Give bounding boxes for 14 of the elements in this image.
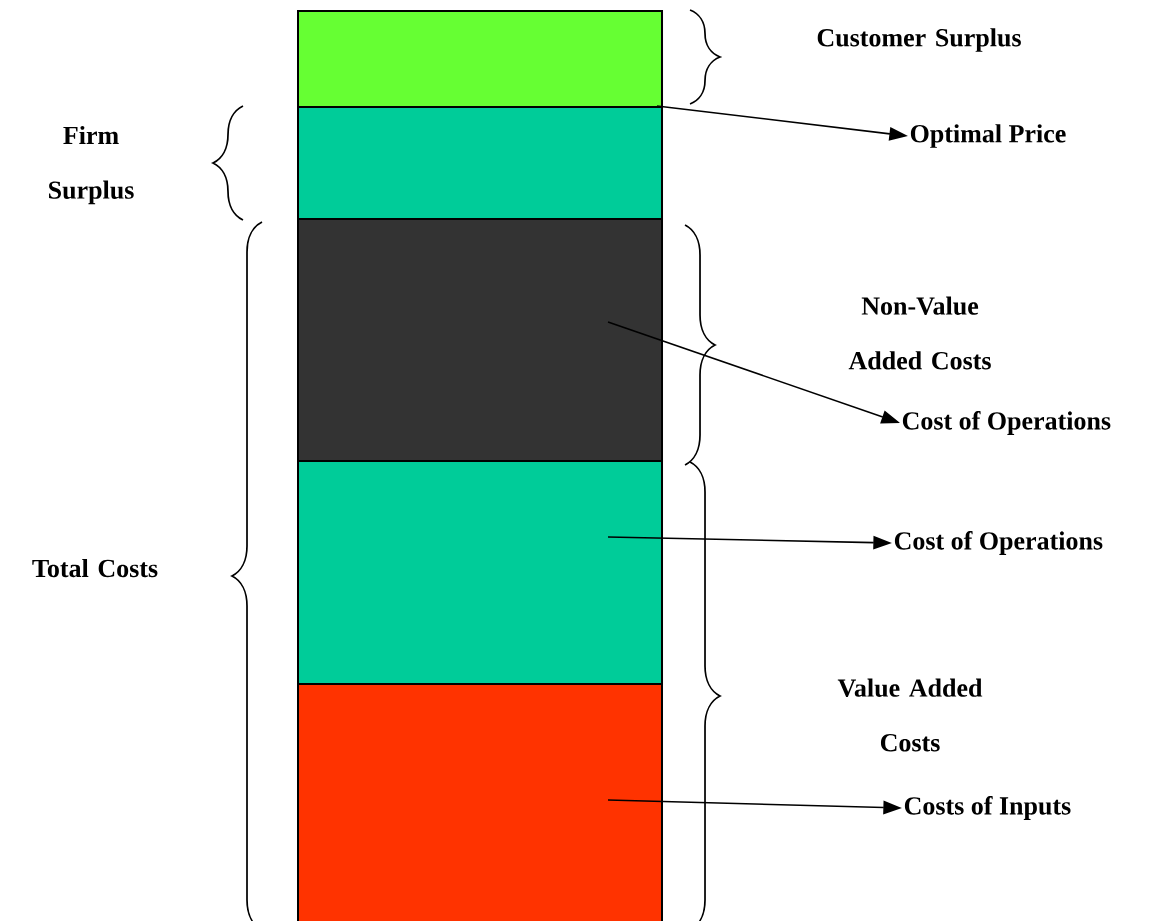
bar-segment bbox=[297, 460, 663, 685]
arrow-label: Optimal Price bbox=[910, 124, 1066, 148]
brace-label: Firm Surplus bbox=[49, 125, 134, 205]
brace-label: Non-Value Added Costs bbox=[848, 296, 991, 370]
arrow-label: Cost of Operations bbox=[894, 531, 1103, 555]
bar-segment bbox=[297, 683, 663, 921]
brace-label: Total Costs bbox=[32, 558, 158, 578]
brace-label: Customer Surplus bbox=[817, 28, 1021, 52]
brace-label: Value Added Costs bbox=[837, 678, 983, 752]
bar-segment bbox=[297, 10, 663, 108]
bar-segment bbox=[297, 218, 663, 462]
bar-segment bbox=[297, 106, 663, 220]
arrow-label: Cost of Operations bbox=[902, 411, 1111, 435]
arrow-label: Costs of Inputs bbox=[904, 796, 1071, 820]
